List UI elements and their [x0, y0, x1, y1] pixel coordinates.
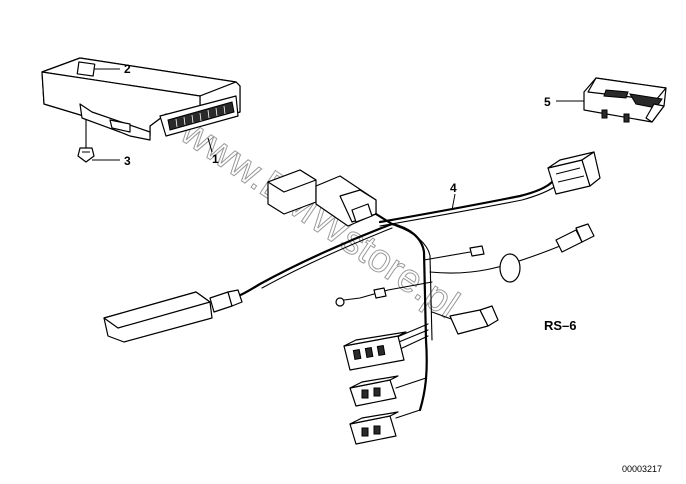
screw[interactable]: [77, 119, 95, 163]
connector-pins: [175, 105, 226, 128]
harness-connector-left[interactable]: [343, 331, 407, 371]
callout-1: 1: [212, 152, 219, 166]
harness-connector-top-right[interactable]: [547, 151, 601, 195]
round-connector[interactable]: [555, 223, 595, 253]
label-clip[interactable]: [76, 61, 96, 77]
wire-bracket: [469, 245, 485, 257]
watermark: www.BMWstore.pl: [172, 108, 466, 326]
callout-4: 4: [450, 181, 457, 195]
callout-5: 5: [544, 95, 551, 109]
switch[interactable]: [583, 77, 667, 123]
grommet: [499, 253, 521, 283]
harness-connector-center[interactable]: [267, 169, 377, 227]
ring-terminal[interactable]: [335, 297, 345, 307]
callout-2: 2: [124, 62, 131, 76]
sensor-probe[interactable]: [103, 289, 243, 343]
wiring-harness[interactable]: [103, 151, 601, 445]
reference-number: 00003217: [622, 464, 662, 474]
callout-3: 3: [124, 154, 131, 168]
model-code: RS–6: [544, 318, 577, 333]
harness-connector-lower[interactable]: [349, 375, 399, 407]
harness-connector-right[interactable]: [449, 305, 499, 335]
harness-connector-bottom[interactable]: [349, 411, 399, 445]
leader-lines: [92, 68, 584, 211]
